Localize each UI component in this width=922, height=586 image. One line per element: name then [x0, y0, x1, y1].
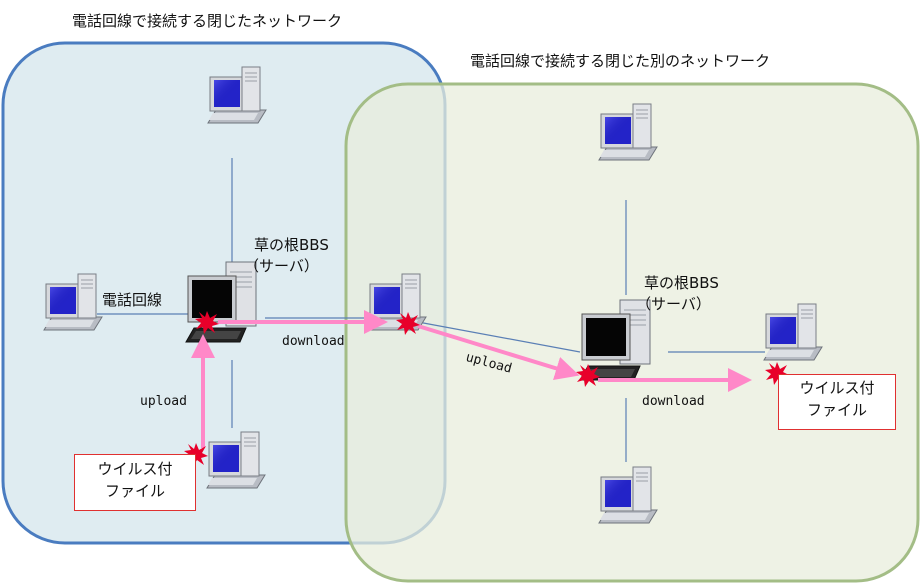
server1-name: 草の根BBS	[254, 236, 329, 254]
upload-arrow-2	[417, 324, 580, 380]
network1-title: 電話回線で接続する閉じたネットワーク	[72, 12, 343, 30]
server1-role: （サーバ）	[244, 257, 319, 275]
phone-line-label: 電話回線	[102, 291, 163, 309]
virus-file-line1: ウイルス付	[799, 379, 875, 397]
link-lines	[97, 158, 765, 462]
virus-file-line2: ファイル	[806, 401, 867, 419]
virus-file-box: ウイルス付 ファイル	[778, 374, 896, 430]
virus-file-box: ウイルス付 ファイル	[74, 454, 196, 511]
virus-file-line2: ファイル	[104, 482, 165, 500]
download-label-1: download	[282, 334, 345, 349]
server2-role: （サーバ）	[636, 295, 711, 313]
upload-label-1: upload	[140, 394, 187, 409]
virus-file-line1: ウイルス付	[97, 460, 173, 478]
download-label-2: download	[642, 394, 705, 409]
server2-name: 草の根BBS	[644, 274, 719, 292]
transfer-arrows	[191, 310, 752, 448]
network2-title: 電話回線で接続する閉じた別のネットワーク	[470, 52, 771, 70]
